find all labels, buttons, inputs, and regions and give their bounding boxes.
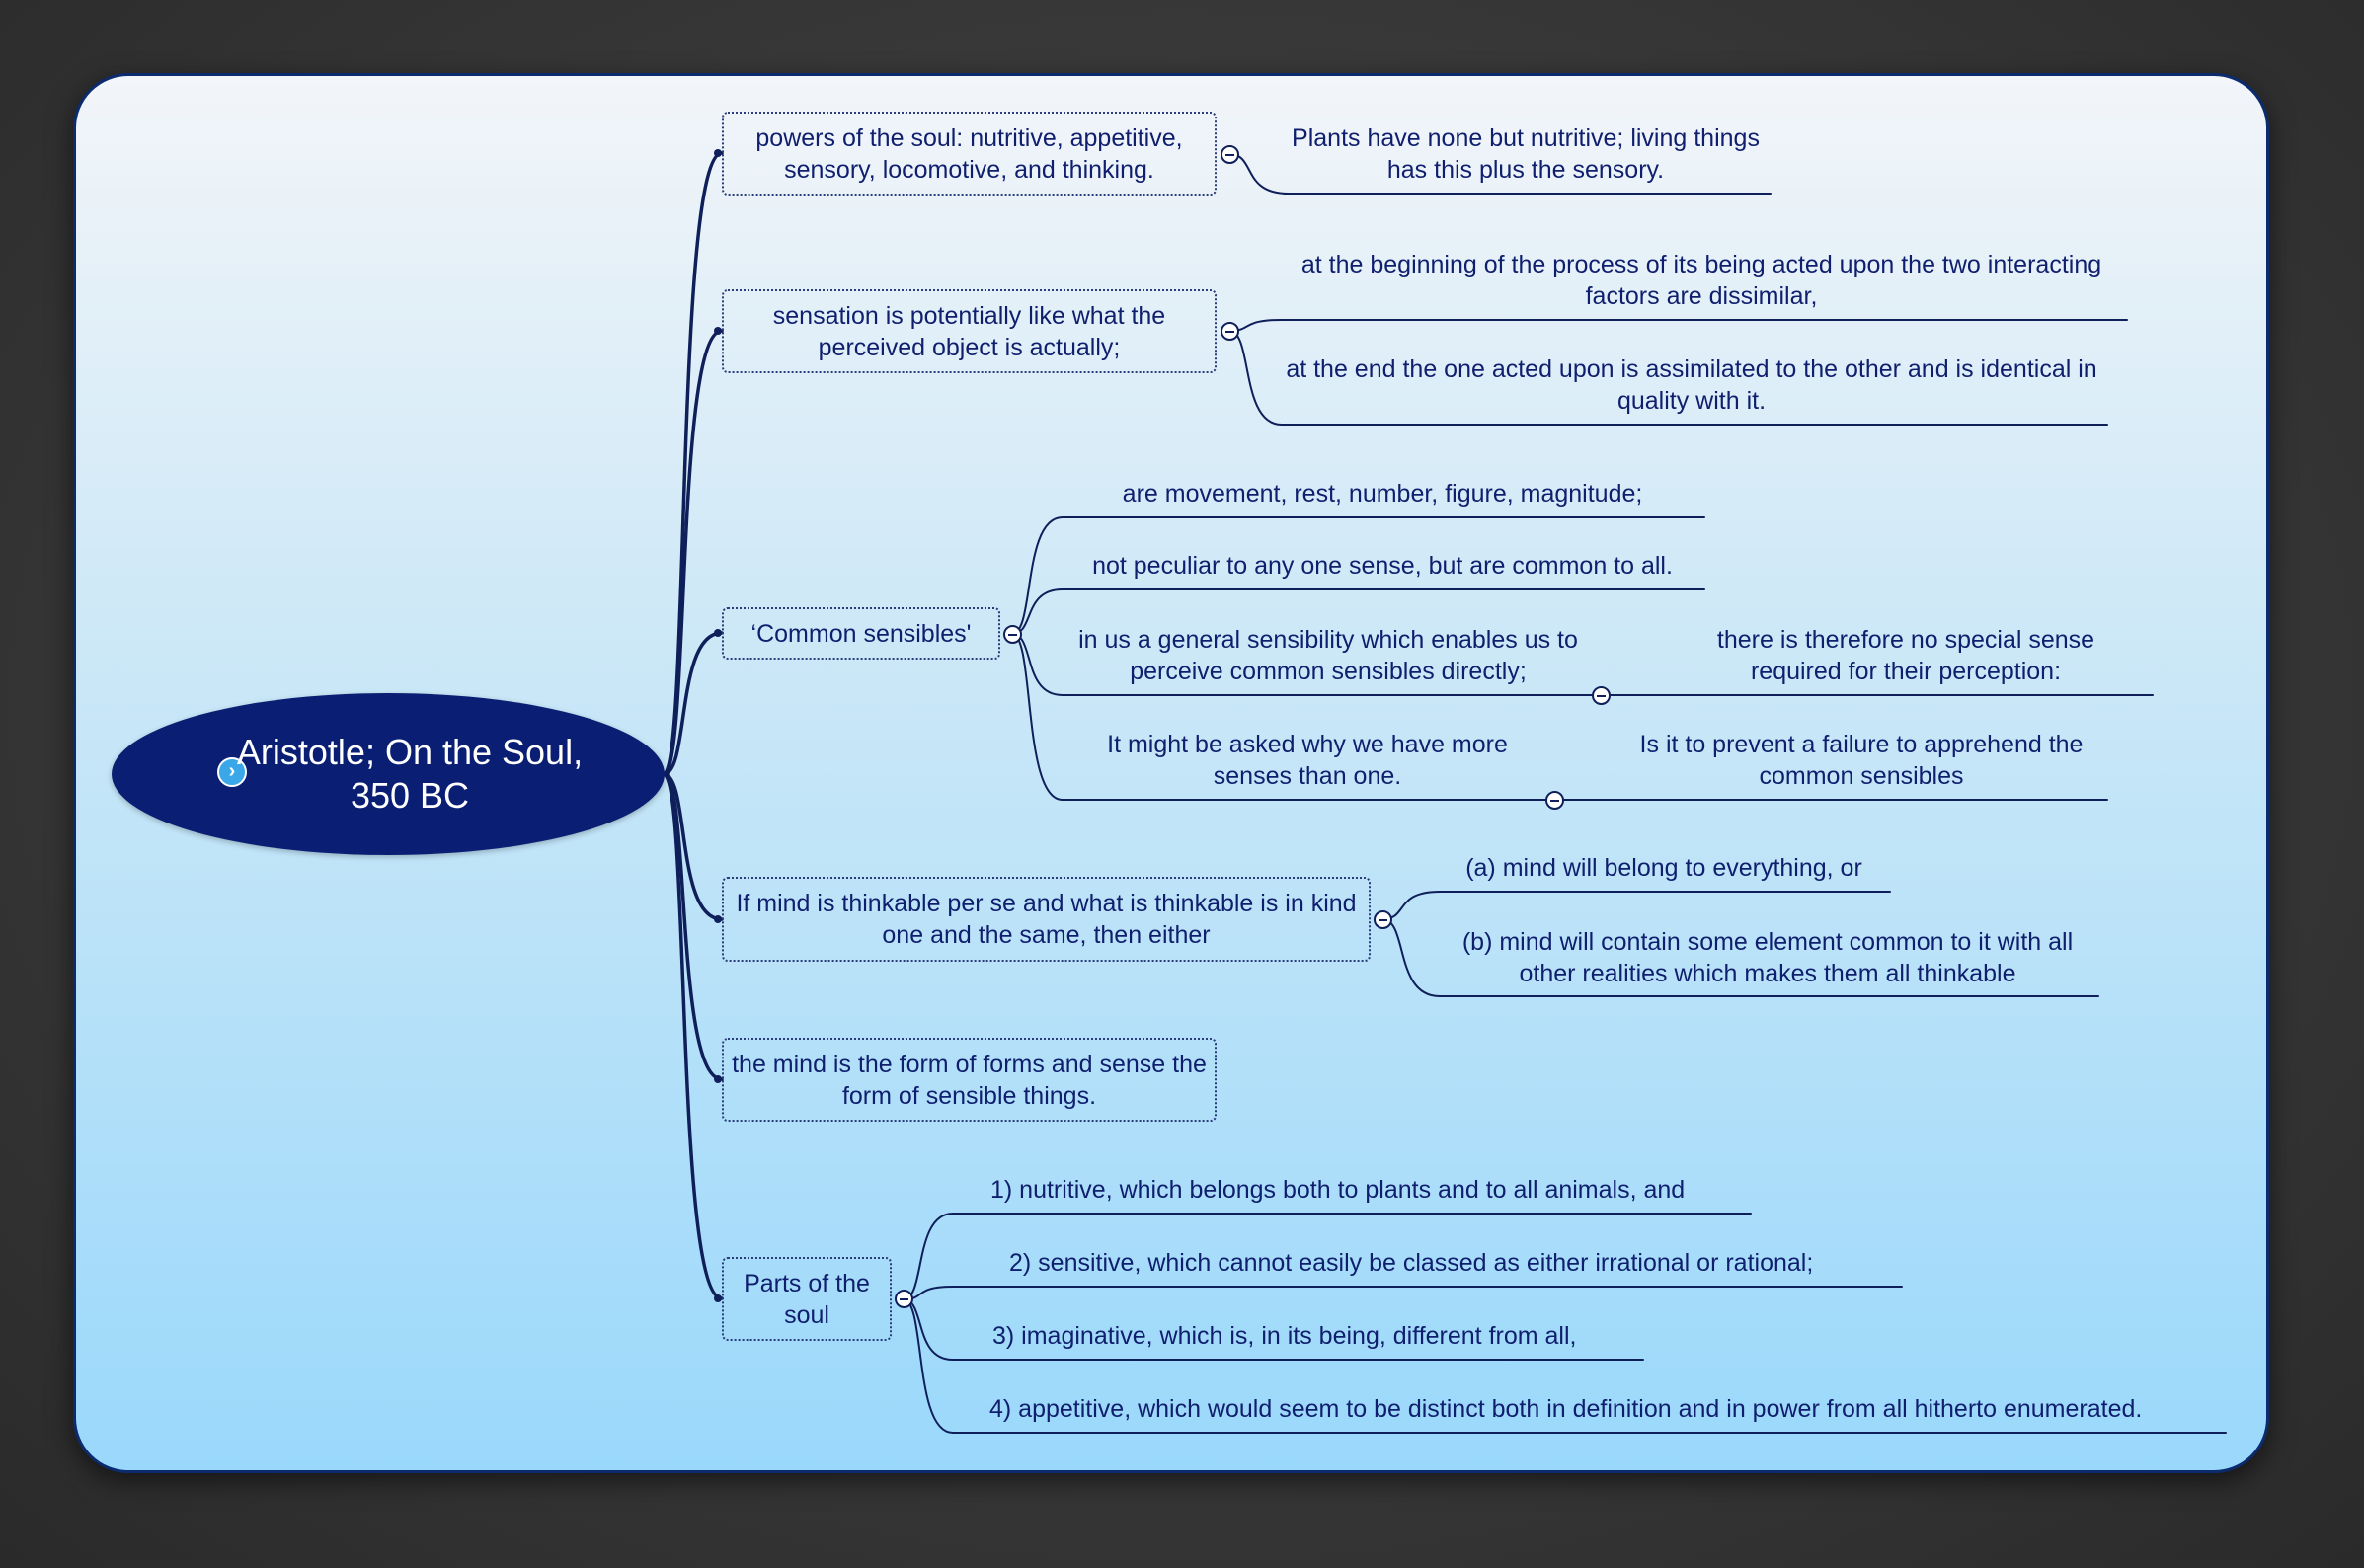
root-node-label: Aristotle; On the Soul, 350 BC: [236, 732, 584, 816]
leaf-connector: [903, 1298, 954, 1434]
leaf-part-imaginative[interactable]: 3) imaginative, which is, in its being, …: [992, 1322, 1577, 1350]
leaf-part-nutritive[interactable]: 1) nutritive, which belongs both to plan…: [990, 1176, 1686, 1204]
leaf-end-assimilated[interactable]: at the end the one acted upon is assimil…: [1286, 355, 2097, 415]
leaf-part-sensitive[interactable]: 2) sensitive, which cannot easily be cla…: [1009, 1249, 1814, 1277]
leaf-connector: [1011, 633, 1064, 801]
leaf-general-sensibility[interactable]: in us a general sensibility which enable…: [1078, 626, 1578, 685]
connector-dot: [714, 1075, 722, 1083]
collapse-toggle-icon[interactable]: [1221, 322, 1239, 341]
branch-connector-4: [662, 772, 724, 1081]
leaf-connector: [1011, 516, 1064, 635]
chevron-right-icon[interactable]: ›: [217, 757, 247, 787]
collapse-toggle-icon[interactable]: [1221, 145, 1239, 164]
collapse-toggle-icon[interactable]: [895, 1290, 913, 1308]
collapse-toggle-icon[interactable]: [1003, 625, 1022, 644]
leaf-connector: [1381, 918, 1441, 997]
leaf-mind-common-element[interactable]: (b) mind will contain some element commo…: [1461, 928, 2074, 987]
branch-form-of-forms[interactable]: the mind is the form of forms and sense …: [722, 1038, 1217, 1122]
leaf-no-special-sense[interactable]: there is therefore no special sense requ…: [1716, 626, 2095, 685]
leaf-mind-belongs-everything[interactable]: (a) mind will belong to everything, or: [1465, 854, 1862, 882]
root-node[interactable]: [112, 693, 665, 855]
collapse-toggle-icon[interactable]: [1374, 910, 1392, 929]
branch-mind-thinkable[interactable]: If mind is thinkable per se and what is …: [722, 877, 1371, 962]
leaf-more-senses[interactable]: It might be asked why we have more sense…: [1107, 731, 1508, 790]
leaf-plants-nutritive[interactable]: Plants have none but nutritive; living t…: [1292, 124, 1760, 184]
branch-common-sensibles[interactable]: ‘Common sensibles': [722, 607, 1000, 660]
branch-sensation[interactable]: sensation is potentially like what the p…: [722, 289, 1217, 373]
branch-connector-2: [662, 631, 724, 776]
leaf-prevent-failure[interactable]: Is it to prevent a failure to apprehend …: [1639, 731, 2084, 790]
branch-connector-0: [662, 151, 724, 776]
connector-dot: [714, 629, 722, 637]
branch-connector-3: [662, 772, 724, 921]
connector-dot: [714, 327, 722, 335]
collapse-toggle-icon[interactable]: [1592, 686, 1611, 705]
leaf-not-peculiar[interactable]: not peculiar to any one sense, but are c…: [1092, 552, 1673, 580]
leaf-connector: [1228, 330, 1283, 426]
leaf-part-appetitive[interactable]: 4) appetitive, which would seem to be di…: [989, 1395, 2143, 1423]
leaf-connector: [1228, 153, 1290, 195]
connector-dot: [714, 149, 722, 157]
leaf-movement-rest[interactable]: are movement, rest, number, figure, magn…: [1122, 480, 1643, 508]
leaf-beginning-dissimilar[interactable]: at the beginning of the process of its b…: [1300, 251, 2102, 310]
collapse-toggle-icon[interactable]: [1545, 791, 1564, 810]
connector-dot: [714, 915, 722, 923]
branch-parts-of-soul[interactable]: Parts of the soul: [722, 1257, 892, 1341]
connector-dot: [714, 1294, 722, 1302]
branch-connector-1: [662, 329, 724, 776]
branch-powers-of-soul[interactable]: powers of the soul: nutritive, appetitiv…: [722, 112, 1217, 196]
branch-connector-5: [662, 772, 724, 1300]
